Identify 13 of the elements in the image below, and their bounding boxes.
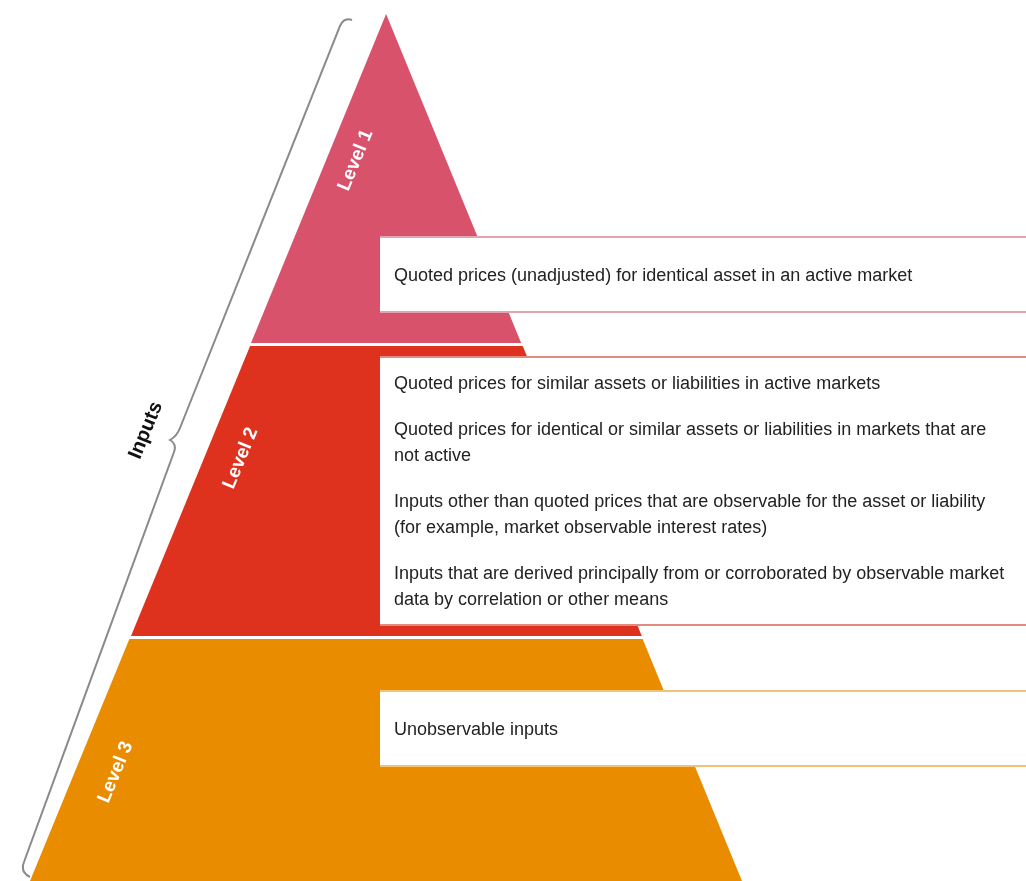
description-panel bbox=[380, 690, 1026, 767]
description-text: Quoted prices for similar assets or liabilities in active markets bbox=[394, 372, 882, 395]
description-text: Quoted prices for identical or similar assets or liabilities in markets that are not active bbox=[394, 418, 988, 467]
tier-label: Level 1 bbox=[332, 126, 378, 194]
description-panel bbox=[380, 356, 1026, 626]
description-text: Inputs other than quoted prices that are observable for the asset or liability (for example, market observable interest rates) bbox=[394, 490, 987, 539]
tier-label: Level 3 bbox=[92, 738, 138, 806]
description-text: Quoted prices (unadjusted) for identical asset in an active market bbox=[394, 263, 914, 287]
description-text: Unobservable inputs bbox=[394, 717, 560, 741]
axis-label: Inputs bbox=[123, 397, 167, 463]
tier-label: Level 2 bbox=[217, 424, 263, 492]
description-text: Inputs that are derived principally from or corroborated by observable market data by correlation or other means bbox=[394, 562, 1006, 611]
description-panel bbox=[380, 236, 1026, 313]
